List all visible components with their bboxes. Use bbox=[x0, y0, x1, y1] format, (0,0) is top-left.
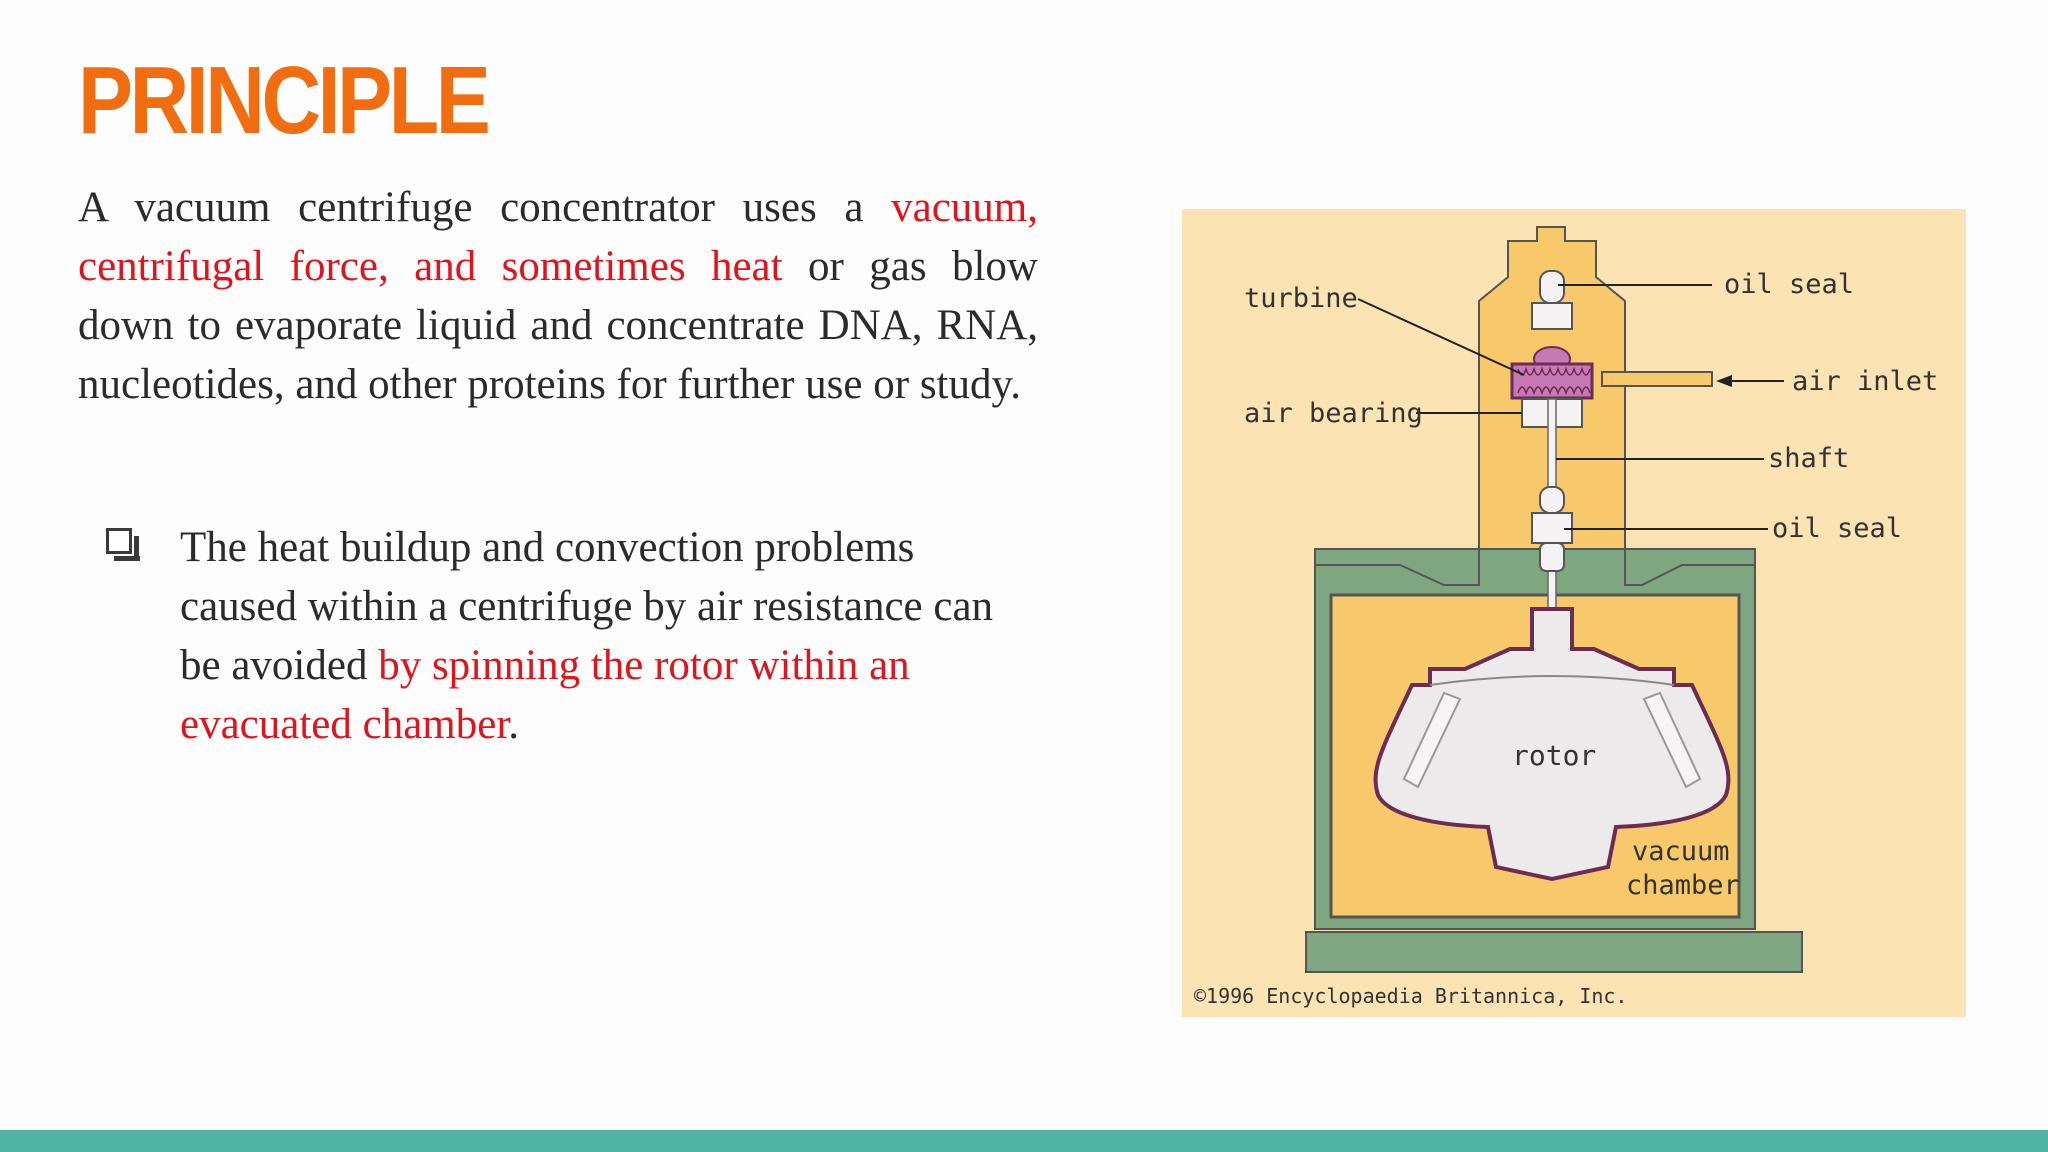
intro-text-1: A vacuum centrifuge concentrator uses a bbox=[78, 184, 892, 231]
bullet-text-2: . bbox=[508, 701, 520, 748]
leader-lines bbox=[1357, 284, 1784, 530]
housing-dome-left bbox=[1314, 548, 1480, 586]
rotor bbox=[1373, 607, 1731, 882]
air-inlet-pipe bbox=[1601, 371, 1713, 387]
bullet-highlight: by spinning the rotor within an evacuate… bbox=[180, 642, 910, 748]
label-oil-seal-lower: oil seal bbox=[1772, 513, 1902, 544]
checkbox-bullet-icon bbox=[106, 528, 140, 561]
leader-turbine bbox=[1357, 298, 1525, 376]
copyright-text: ©1996 Encyclopaedia Britannica, Inc. bbox=[1194, 984, 1627, 1008]
vacuum-centrifuge-diagram: turbine air bearing oil seal air inlet s… bbox=[1182, 209, 1966, 1017]
oil-seal-lower-base bbox=[1539, 542, 1565, 572]
rotor-tube-left bbox=[1402, 691, 1462, 789]
turbine bbox=[1510, 362, 1594, 400]
rotor-lid-line bbox=[1429, 675, 1675, 686]
label-air-bearing: air bearing bbox=[1244, 398, 1423, 429]
rotor-tube-right bbox=[1642, 691, 1702, 789]
label-vacuum: vacuum bbox=[1632, 836, 1730, 867]
label-air-inlet: air inlet bbox=[1792, 366, 1938, 397]
label-turbine: turbine bbox=[1244, 283, 1358, 314]
oil-seal-top-block bbox=[1531, 302, 1573, 330]
intro-paragraph: A vacuum centrifuge concentrator uses a … bbox=[78, 178, 1038, 414]
label-oil-seal-top: oil seal bbox=[1724, 269, 1854, 300]
oil-seal-lower-cap bbox=[1539, 486, 1565, 514]
intro-highlight: vacuum, centrifugal force, and sometimes… bbox=[78, 184, 1038, 290]
bullet-text-1: The heat buildup and convection problems… bbox=[180, 524, 994, 689]
housing-dome-right bbox=[1624, 548, 1756, 586]
air-inlet-arrow-icon bbox=[1716, 375, 1732, 387]
intro-text-2: or gas blow down to evaporate liquid and… bbox=[78, 243, 1038, 408]
turbine-blades bbox=[1517, 366, 1591, 396]
label-chamber: chamber bbox=[1626, 870, 1740, 901]
oil-seal-top bbox=[1539, 270, 1565, 304]
slide-title: PRINCIPLE bbox=[78, 47, 491, 154]
label-rotor: rotor bbox=[1512, 739, 1596, 772]
label-shaft: shaft bbox=[1768, 443, 1849, 474]
base-plate bbox=[1305, 931, 1803, 973]
bottom-accent-bar bbox=[0, 1130, 2048, 1152]
bullet-text: The heat buildup and convection problems… bbox=[180, 518, 1040, 754]
